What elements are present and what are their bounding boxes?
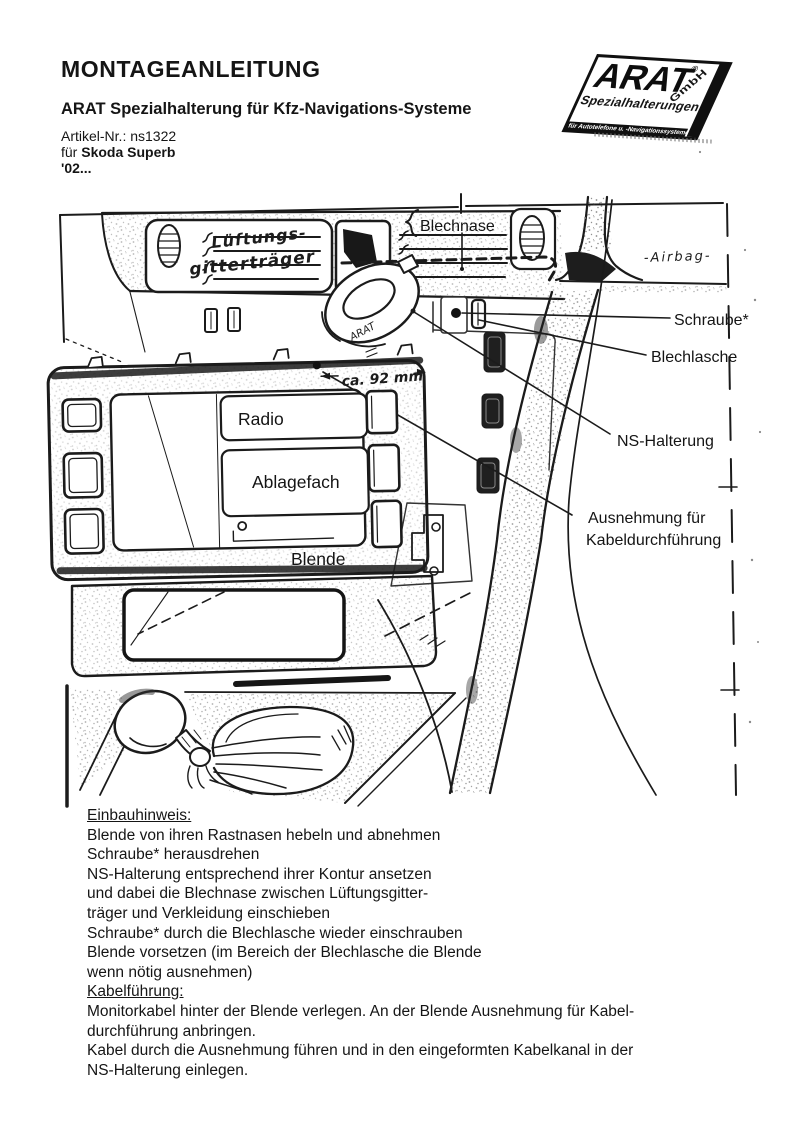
label-schraube: Schraube* bbox=[674, 312, 749, 329]
einbau-heading: Einbauhinweis: bbox=[87, 807, 192, 824]
instruction-line: Schraube* durch die Blechlasche wieder e… bbox=[87, 924, 463, 942]
vehicle-prefix: für bbox=[61, 143, 82, 160]
instruction-line: NS-Halterung entsprechend ihrer Kontur a… bbox=[87, 865, 432, 883]
blende-right-buttons bbox=[365, 389, 403, 549]
instruction-line: durchführung anbringen. bbox=[87, 1022, 256, 1040]
instruction-line: Schraube* herausdrehen bbox=[87, 846, 260, 864]
instruction-line: Monitorkabel hinter der Blende verlegen.… bbox=[87, 1002, 635, 1020]
right-vent-slats bbox=[399, 234, 508, 278]
tray-opening bbox=[122, 588, 346, 662]
model-year: '02... bbox=[61, 159, 92, 176]
storage-tray bbox=[70, 574, 438, 687]
article-info: Artikel-Nr.: ns1322 für Skoda Superb '02… bbox=[61, 128, 177, 176]
blende-screw-stud bbox=[312, 361, 321, 370]
dashboard-top bbox=[65, 207, 566, 363]
blechnase-brace bbox=[405, 209, 419, 237]
label-dimension-handwritten: ca. 92 mm bbox=[341, 368, 423, 390]
label-ns-halterung: NS-Halterung bbox=[617, 433, 714, 450]
page-title: MONTAGEANLEITUNG bbox=[61, 56, 321, 82]
label-ausnehmung-line1: Ausnehmung für bbox=[588, 510, 706, 527]
kabel-heading: Kabelführung: bbox=[87, 983, 184, 1001]
instruction-line: wenn nötig ausnehmen) bbox=[87, 963, 253, 981]
label-blechlasche: Blechlasche bbox=[651, 349, 737, 366]
a-pillar bbox=[448, 195, 727, 796]
instruction-line: und dabei die Blechnase zwischen Lüftung… bbox=[87, 885, 429, 903]
article-number: Artikel-Nr.: ns1322 bbox=[61, 128, 177, 144]
instruction-line: NS-Halterung einlegen. bbox=[87, 1061, 249, 1079]
vehicle-name: Skoda Superb bbox=[81, 143, 176, 160]
label-ablagefach: Ablagefach bbox=[252, 472, 340, 492]
gear-shifter-area bbox=[65, 599, 467, 808]
blende-left-buttons bbox=[61, 397, 105, 555]
vehicle-line: für Skoda Superb bbox=[61, 143, 176, 161]
label-ausnehmung-line2: Kabeldurchführung bbox=[586, 532, 721, 549]
instruction-line: Blende von ihren Rastnasen hebeln und ab… bbox=[87, 826, 441, 844]
right-vent-thumbwheel bbox=[519, 215, 545, 261]
side-vent-slot-1 bbox=[483, 331, 506, 373]
blende-panel bbox=[46, 343, 430, 582]
console-oval-opening bbox=[211, 705, 355, 796]
left-vent-thumbwheel bbox=[157, 224, 181, 268]
side-vent-slot-3 bbox=[476, 457, 500, 494]
label-blechnase: Blechnase bbox=[420, 218, 495, 235]
scan-specks bbox=[584, 150, 762, 724]
instruction-line: träger und Verkleidung einschieben bbox=[87, 904, 331, 922]
side-vent-slot-2 bbox=[481, 393, 504, 429]
label-radio: Radio bbox=[238, 409, 284, 429]
label-blende: Blende bbox=[291, 549, 346, 569]
blechnase-hidden-dashes bbox=[340, 255, 558, 286]
label-airbag-handwritten: -Airbag- bbox=[644, 249, 712, 266]
instruction-line: Blende vorsetzen (im Bereich der Blechla… bbox=[87, 944, 482, 962]
screw bbox=[451, 308, 461, 318]
rastnasen-clips bbox=[86, 343, 414, 369]
page-subtitle: ARAT Spezialhalterung für Kfz-Navigation… bbox=[61, 100, 472, 118]
lower-slot bbox=[233, 675, 391, 687]
instruction-line: Kabel durch die Ausnehmung führen und in… bbox=[87, 1042, 634, 1060]
gear-boot-folds bbox=[209, 736, 323, 795]
piece-top-tab bbox=[397, 254, 419, 274]
instructions-block: Einbauhinweis: Blende von ihren Rastnase… bbox=[87, 806, 747, 1080]
